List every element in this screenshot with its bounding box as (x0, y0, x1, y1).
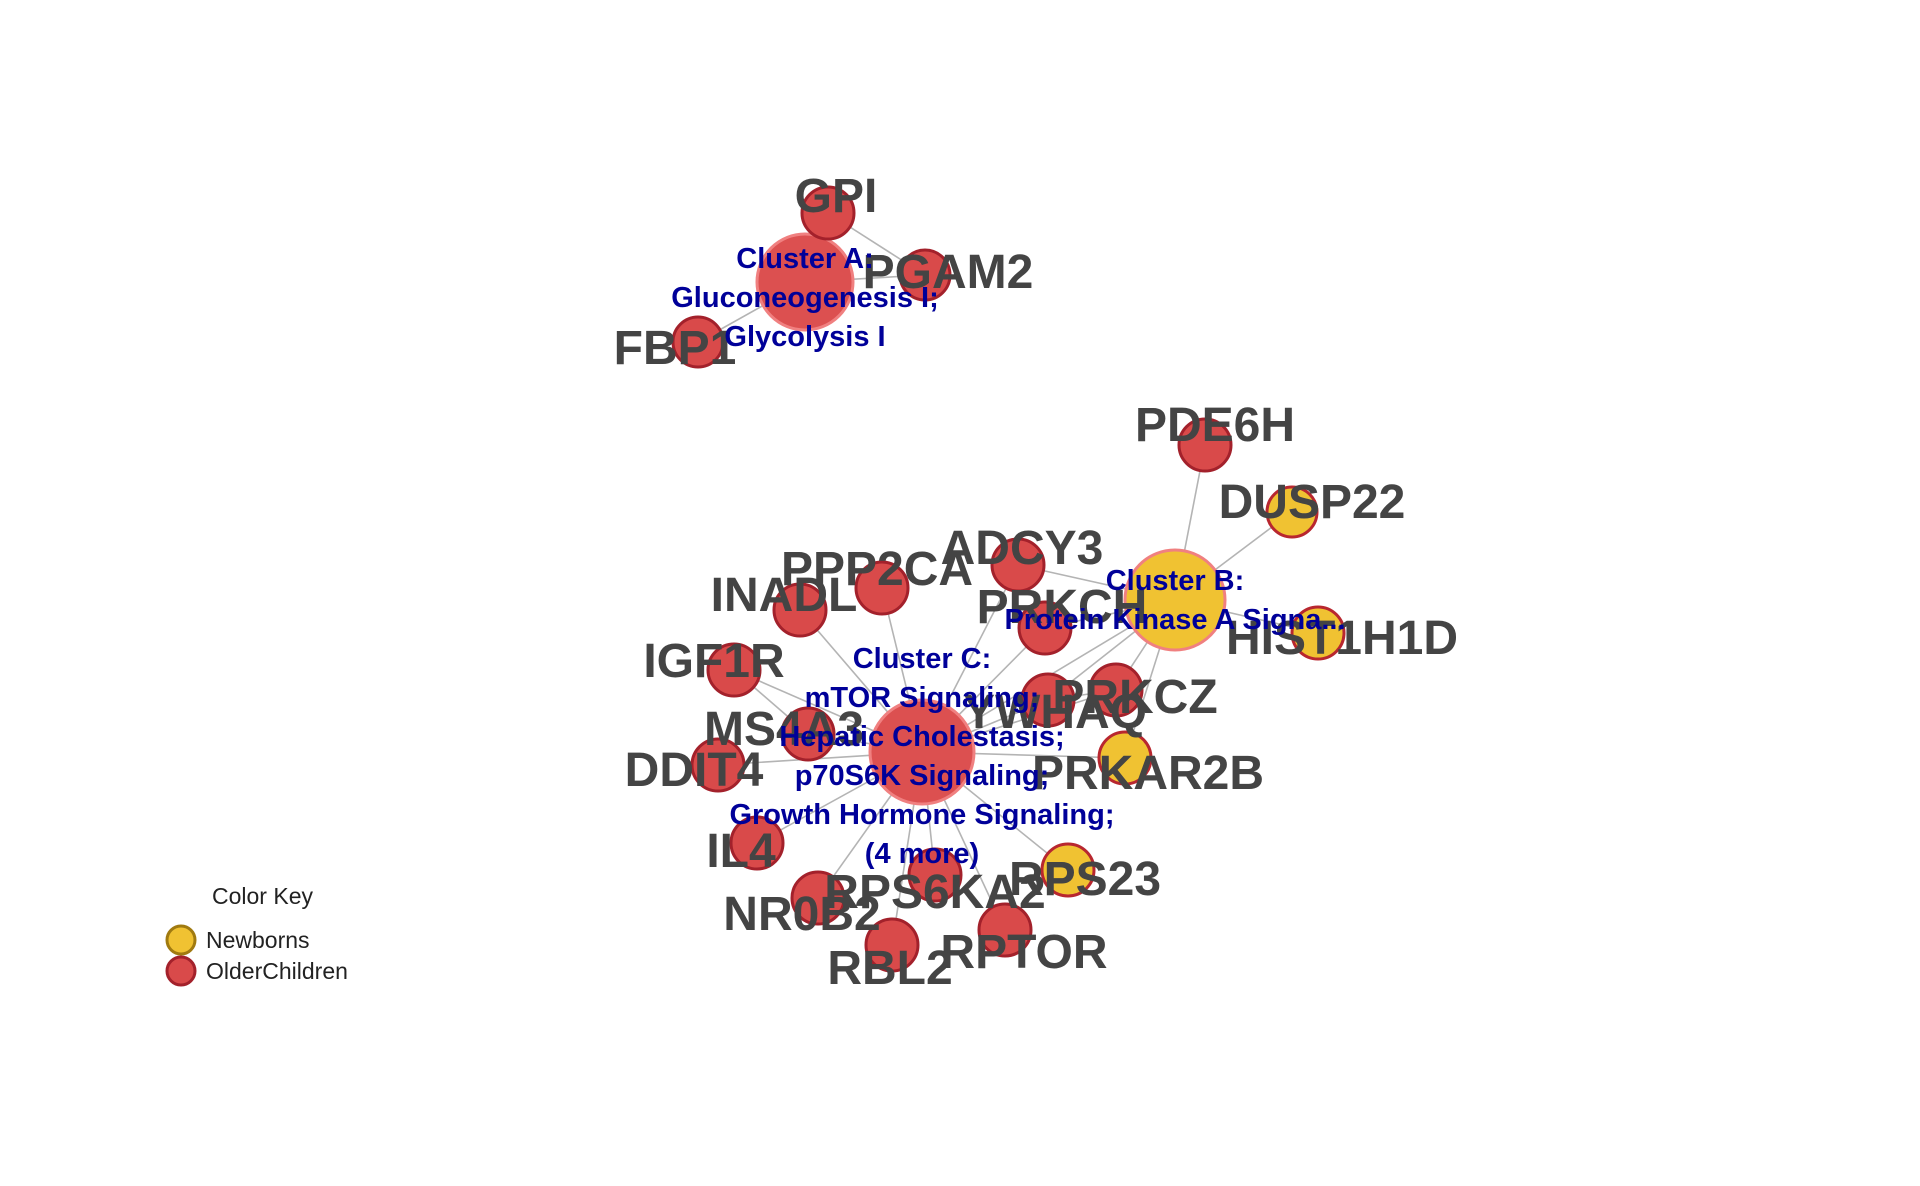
node-label-adcy3: ADCY3 (941, 522, 1104, 575)
node-label-hist1h1d: HIST1H1D (1226, 612, 1458, 665)
cluster-labels-layer: Cluster A: Gluconeogenesis I; Glycolysis I… (671, 243, 1345, 870)
node-label-rps6ka2: RPS6KA2 (824, 866, 1045, 919)
node-label-il4: IL4 (706, 825, 776, 878)
node-label-ywhaq: YWHAQ (963, 686, 1147, 739)
node-label-pgam2: PGAM2 (863, 246, 1034, 299)
older-children-swatch (165, 955, 197, 987)
newborns-swatch (165, 924, 197, 956)
node-label-ppp2ca: PPP2CA (781, 543, 973, 596)
node-fbp1[interactable] (671, 315, 725, 369)
node-rps6ka2[interactable] (907, 847, 963, 903)
color-key: Color Key Newborns OlderChildren (165, 883, 348, 987)
newborns-key-label: Newborns (206, 927, 310, 953)
node-adcy3[interactable] (990, 537, 1046, 593)
node-pde6h[interactable] (1177, 417, 1233, 473)
node-label-fbp1: FBP1 (614, 322, 737, 375)
cluster-c-node[interactable] (868, 698, 976, 806)
cluster-c-label-line: mTOR Signaling; (805, 682, 1040, 714)
node-ppp2ca[interactable] (854, 560, 910, 616)
node-igf1r[interactable] (706, 642, 762, 698)
cluster-c-label-line: Hepatic Cholestasis; (779, 721, 1064, 753)
node-label-rps23: RPS23 (1009, 853, 1161, 906)
node-label-igf1r: IGF1R (643, 635, 784, 688)
node-prkar2b[interactable] (1097, 730, 1153, 786)
cluster-c-label-line: Cluster C: (853, 643, 992, 675)
cluster-a-label-line: Cluster A: (736, 243, 874, 275)
nodes-layer (671, 185, 1346, 973)
node-label-prkch: PRKCH (977, 581, 1148, 634)
node-nr0b2[interactable] (790, 870, 846, 926)
node-ywhaq[interactable] (1020, 672, 1076, 728)
older-children-key-label: OlderChildren (206, 958, 348, 984)
node-prkch[interactable] (1017, 600, 1073, 656)
node-label-nr0b2: NR0B2 (723, 888, 880, 941)
node-label-prkar2b: PRKAR2B (1032, 747, 1264, 800)
cluster-b-label-line: Protein Kinase A Signa... (1004, 604, 1345, 636)
node-il4[interactable] (729, 815, 785, 871)
cluster-a-label-line: Gluconeogenesis I; (671, 282, 939, 314)
node-label-ms4a3: MS4A3 (704, 703, 864, 756)
node-label-rbl2: RBL2 (827, 942, 952, 995)
node-dusp22[interactable] (1265, 485, 1319, 539)
node-ms4a3[interactable] (780, 706, 836, 762)
color-key-title: Color Key (212, 883, 313, 909)
node-pgam2[interactable] (898, 248, 952, 302)
node-ddit4[interactable] (690, 737, 746, 793)
node-label-pde6h: PDE6H (1135, 399, 1295, 452)
node-hist1h1d[interactable] (1290, 605, 1346, 661)
node-label-inadl: INADL (711, 569, 858, 622)
node-prkcz[interactable] (1088, 662, 1144, 718)
node-inadl[interactable] (772, 582, 828, 638)
cluster-a-label-line: Glycolysis I (724, 321, 885, 353)
node-gpi[interactable] (800, 185, 856, 241)
cluster-a-node[interactable] (755, 232, 855, 332)
cluster-c-label-line: Growth Hormone Signaling; (729, 799, 1114, 831)
cluster-b-node[interactable] (1123, 548, 1227, 652)
node-label-gpi: GPI (795, 170, 878, 223)
node-label-rptor: RPTOR (940, 926, 1107, 979)
node-label-dusp22: DUSP22 (1219, 476, 1406, 529)
node-label-ddit4: DDIT4 (625, 744, 764, 797)
node-rps23[interactable] (1040, 842, 1096, 898)
cluster-c-label-line: p70S6K Signaling; (795, 760, 1050, 792)
cluster-c-label-line: (4 more) (865, 838, 979, 870)
cluster-b-label-line: Cluster B: (1106, 565, 1245, 597)
node-rbl2[interactable] (864, 917, 920, 973)
node-rptor[interactable] (977, 902, 1033, 958)
node-label-prkcz: PRKCZ (1052, 671, 1217, 724)
